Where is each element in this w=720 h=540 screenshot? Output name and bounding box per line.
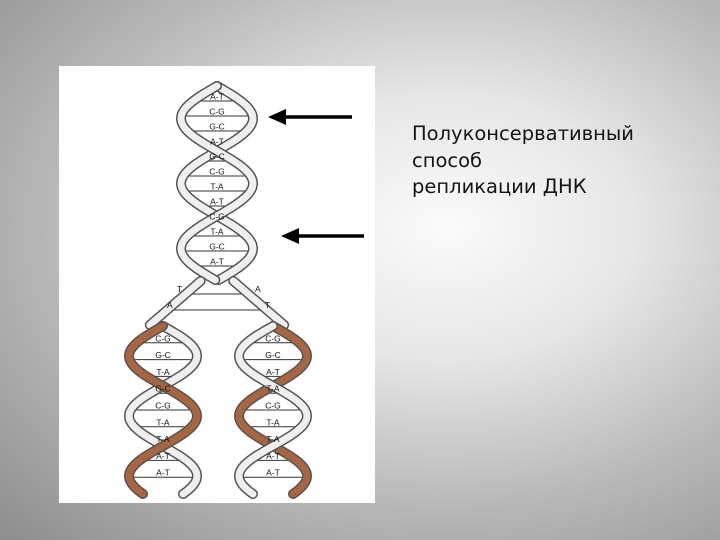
daughter-left-base-pair-label: G-C xyxy=(155,350,171,360)
daughter-left-strand-a xyxy=(125,322,201,498)
daughter-right-base-pair-label: T-A xyxy=(266,434,280,444)
parent-helix-base-pair-label: C-G xyxy=(209,107,225,117)
daughter-left-base-pair-label: T-A xyxy=(156,434,170,444)
daughter-right-base-pair-label: T-A xyxy=(266,417,280,427)
parent-helix-strand-b xyxy=(177,82,257,284)
parent-helix-base-pair-label: A-T xyxy=(210,92,224,102)
fork-right-parent-strand xyxy=(229,277,288,329)
parent-helix-base-pair-label: A-T xyxy=(210,197,224,207)
fork-left-parent-strand xyxy=(146,277,205,329)
parent-helix-base-pair-label: G-C xyxy=(209,122,225,132)
slide-title: Полуконсервативный способ репликации ДНК xyxy=(412,121,702,201)
daughter-right-base-pair-label: A-T xyxy=(266,367,280,377)
daughter-left-base-pair-label: T-A xyxy=(156,417,170,427)
parent-helix-base-pair-label: C-G xyxy=(209,212,225,222)
daughter-right-base-pair-label: C-G xyxy=(265,401,281,411)
parent-helix-base-pair-label: G-C xyxy=(209,242,225,252)
daughter-right-base-pair-label: C-G xyxy=(265,333,281,343)
daughter-right-base-pair-label: G-C xyxy=(265,350,281,360)
daughter-left-base-pair-label: C-G xyxy=(155,401,171,411)
parent-helix-base-pair-label: A-T xyxy=(210,137,224,147)
daughter-right-strand-a xyxy=(235,322,311,498)
daughter-right-strand-b xyxy=(235,322,311,498)
fork-base-label: T xyxy=(265,300,270,310)
daughter-right-base-pair-label: T-A xyxy=(266,384,280,394)
slide-title-line-3: репликации ДНК xyxy=(412,175,587,198)
slide-title-line-1: Полуконсервативный xyxy=(412,122,634,145)
slide-title-line-2: способ xyxy=(412,148,483,172)
daughter-right-base-pair-label: A-T xyxy=(266,468,280,478)
daughter-left-base-pair-label: A-T xyxy=(156,451,170,461)
daughter-left-base-pair-label: T-A xyxy=(156,367,170,377)
daughter-left-base-pair-label: C-G xyxy=(155,333,171,343)
parent-helix-strand-a xyxy=(177,82,257,284)
daughter-left-base-pair-label: G-C xyxy=(155,384,171,394)
daughter-left-strand-b xyxy=(125,322,201,498)
fork-base-label: A xyxy=(167,300,173,310)
fork-base-label: A xyxy=(255,284,261,294)
fork-base-label: T xyxy=(177,284,182,294)
parent-helix-base-pair-label: T-A xyxy=(210,227,224,237)
daughter-left-base-pair-label: A-T xyxy=(156,468,170,478)
daughter-right-base-pair-label: A-T xyxy=(266,451,280,461)
parent-helix-base-pair-label: A-T xyxy=(210,257,224,267)
parent-helix-base-pair-label: T-A xyxy=(210,182,224,192)
parent-helix-base-pair-label: C-G xyxy=(209,167,225,177)
parent-helix-base-pair-label: G-C xyxy=(209,152,225,162)
